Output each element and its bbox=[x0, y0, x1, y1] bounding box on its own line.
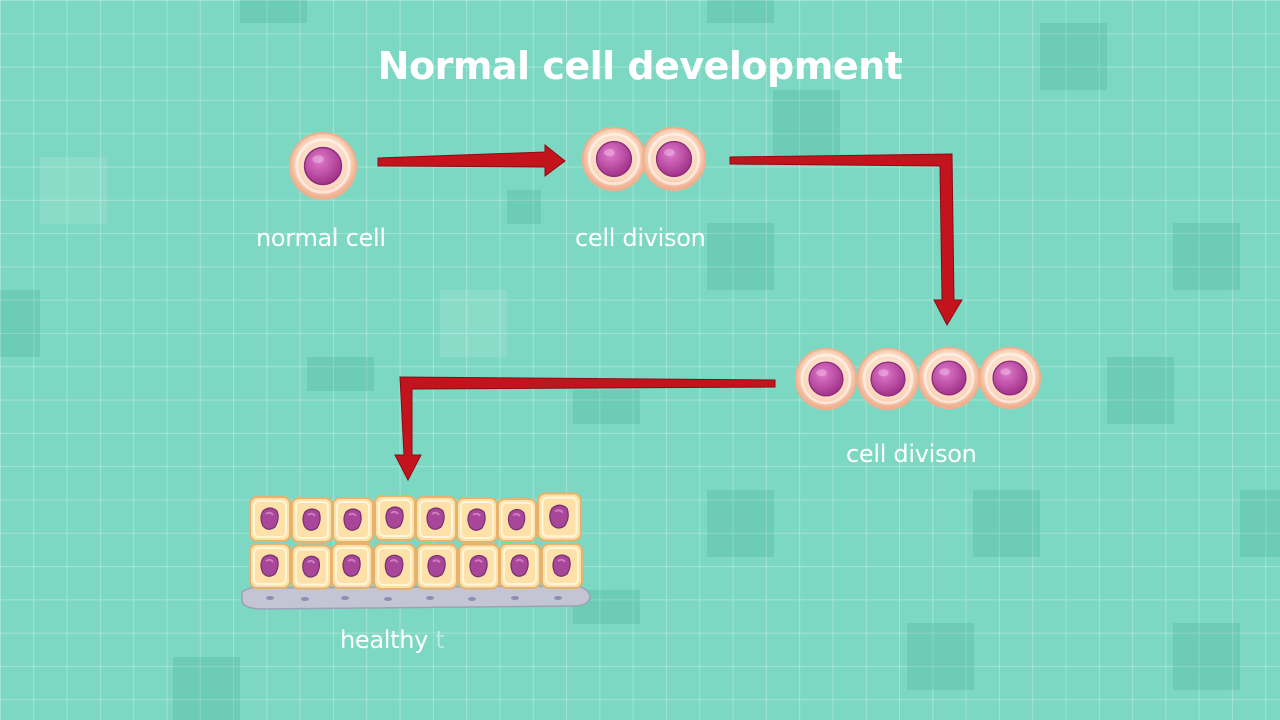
healthy-tissue bbox=[241, 492, 591, 610]
label-healthy-tissue-faded: t bbox=[435, 626, 445, 654]
arrow-3 bbox=[394, 376, 776, 482]
bg-patch bbox=[173, 657, 240, 720]
bg-patch bbox=[773, 90, 840, 157]
label-healthy-tissue-visible: healthy bbox=[340, 626, 436, 654]
page-title: Normal cell development bbox=[377, 44, 903, 88]
bg-patch bbox=[1173, 223, 1240, 290]
divided-cells-four bbox=[794, 346, 1042, 411]
bg-patch bbox=[440, 290, 507, 357]
bg-patch bbox=[1107, 357, 1174, 424]
divided-cells-two bbox=[581, 126, 707, 192]
bg-patch bbox=[973, 490, 1040, 557]
normal-cell bbox=[288, 131, 358, 201]
label-normal-cell: normal cell bbox=[256, 224, 386, 252]
bg-patch bbox=[1240, 490, 1280, 557]
label-cell-division-2: cell divison bbox=[846, 440, 977, 468]
bg-patch bbox=[240, 0, 307, 23]
bg-patch bbox=[573, 390, 640, 424]
bg-patch bbox=[707, 0, 774, 23]
arrow-2 bbox=[729, 153, 963, 327]
bg-patch bbox=[707, 223, 774, 290]
bg-patch bbox=[0, 290, 40, 357]
bg-patch bbox=[1173, 623, 1240, 690]
label-healthy-tissue: healthy t bbox=[340, 626, 445, 654]
arrow-1 bbox=[377, 143, 566, 177]
bg-patch bbox=[507, 190, 541, 224]
bg-patch bbox=[307, 357, 374, 391]
bg-patch bbox=[1040, 23, 1107, 90]
bg-patch bbox=[907, 623, 974, 690]
label-cell-division-1: cell divison bbox=[575, 224, 706, 252]
bg-patch bbox=[40, 157, 107, 224]
bg-patch bbox=[707, 490, 774, 557]
